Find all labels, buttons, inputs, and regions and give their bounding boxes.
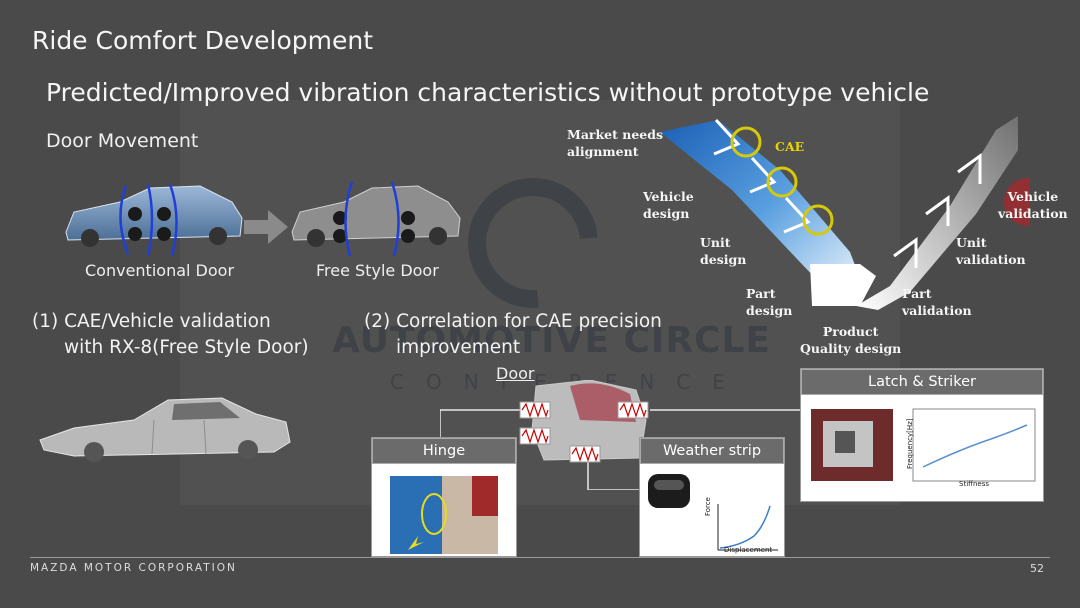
weather-strip-graphic	[648, 474, 778, 551]
hinge-photo	[390, 476, 498, 554]
item-2-line-2: improvement	[396, 337, 521, 358]
weather-x-label: Displacement	[724, 546, 773, 554]
latch-y-label: Frequency[Hz]	[906, 418, 914, 469]
weather-y-label: Force	[704, 497, 712, 516]
v-model-diagram	[660, 116, 1030, 310]
page-number: 52	[1030, 562, 1044, 575]
item-2-line-1: (2) Correlation for CAE precision	[364, 311, 662, 332]
free-style-door-label: Free Style Door	[316, 261, 439, 280]
hinge-panel: Hinge	[371, 437, 517, 557]
door-label: Door	[496, 364, 535, 383]
latch-striker-title: Latch & Striker	[801, 369, 1043, 395]
weather-strip-title: Weather strip	[640, 438, 784, 464]
item-1-line-2: with RX-8(Free Style Door)	[64, 337, 309, 358]
item-1-line-1: (1) CAE/Vehicle validation	[32, 311, 271, 332]
right-arrow-icon	[244, 210, 288, 244]
latch-x-label: Stiffness	[959, 480, 989, 488]
free-style-door-car-image	[291, 181, 461, 257]
latch-striker-panel: Latch & Striker Frequency[Hz] Stiffness	[800, 368, 1044, 502]
latch-striker-graphic	[811, 408, 1036, 482]
conventional-door-label: Conventional Door	[85, 261, 235, 280]
conventional-door-car-image	[65, 183, 243, 257]
slide-title: Ride Comfort Development	[32, 26, 374, 55]
weather-strip-panel: Weather strip Force Displacement	[639, 437, 785, 557]
door-spring-schematic	[440, 380, 802, 490]
rx8-body-image	[39, 397, 291, 462]
hinge-title: Hinge	[372, 438, 516, 464]
footer-company: MAZDA MOTOR CORPORATION	[30, 562, 237, 574]
slide-subtitle: Predicted/Improved vibration characteris…	[46, 78, 930, 107]
footer-divider	[30, 557, 1050, 558]
watermark-text: AUTOMOTIVE CIRCLE	[332, 320, 771, 361]
section-heading: Door Movement	[46, 130, 199, 152]
cae-label: CAE	[775, 139, 805, 154]
